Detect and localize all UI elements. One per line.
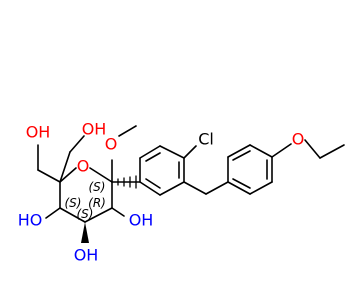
bond <box>183 145 197 159</box>
hydroxyl-label: OH <box>129 211 154 230</box>
hydroxyl-label: OH <box>74 246 99 265</box>
bond <box>84 207 113 223</box>
bond <box>37 169 61 183</box>
bond <box>45 207 61 219</box>
hashed-bond <box>117 175 137 189</box>
bond <box>159 145 185 159</box>
ether-oxygen-label: O <box>292 130 305 149</box>
bond <box>249 181 273 195</box>
bond <box>89 167 113 183</box>
bond <box>59 151 71 183</box>
bond <box>69 135 85 153</box>
bond <box>183 181 207 195</box>
hydroxyl-label: OH <box>26 123 51 142</box>
methoxy-oxygen-label: O <box>105 135 118 154</box>
bond <box>59 207 86 223</box>
bond <box>59 167 77 183</box>
aromatic-inner-bond <box>232 178 251 189</box>
hydroxyl-label: OH <box>82 120 107 139</box>
bond <box>249 144 273 158</box>
hydroxyl-label: HO <box>18 211 43 230</box>
wedge-bond <box>81 222 89 243</box>
bond <box>111 207 125 217</box>
bond <box>139 145 161 159</box>
stereo-descriptor: (R) <box>88 196 106 210</box>
bond <box>271 143 292 158</box>
stereo-descriptor: (S) <box>77 207 94 221</box>
bond <box>304 139 321 159</box>
bond <box>159 181 185 196</box>
chlorine-label: Cl <box>198 130 214 149</box>
bond <box>139 181 161 196</box>
aromatic-inner-bond <box>145 152 161 162</box>
bond <box>205 181 229 195</box>
stereo-descriptor: (S) <box>89 180 106 194</box>
ring-oxygen-label: O <box>77 157 90 176</box>
aromatic-inner-bond <box>145 178 161 189</box>
bond <box>227 181 251 195</box>
bond <box>319 144 345 159</box>
stereo-descriptor: (S) <box>65 196 82 210</box>
aromatic-inner-bond <box>232 150 251 161</box>
bond <box>118 125 137 137</box>
bond <box>227 144 251 158</box>
bonds <box>37 125 345 223</box>
